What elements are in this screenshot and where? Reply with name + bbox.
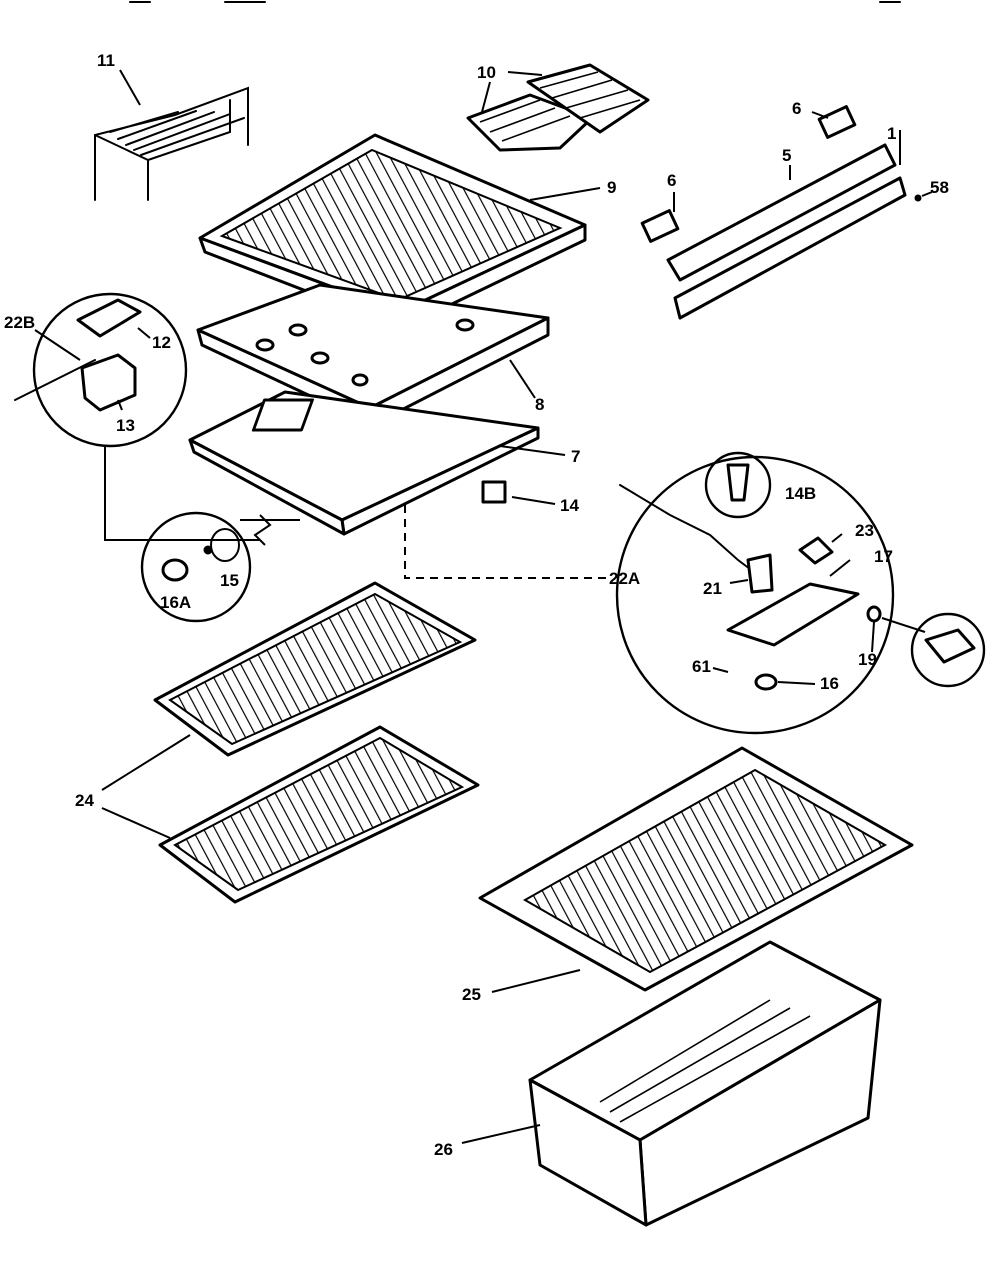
label-24: 24 (75, 791, 94, 810)
part-7-base-pan (188, 390, 566, 536)
part-26-crisper-pan (461, 940, 882, 1227)
inset-15-16a (140, 511, 300, 623)
label-58: 58 (930, 178, 949, 197)
part-10-ice-trays (466, 63, 650, 152)
part-14-switch (481, 480, 556, 505)
label-16: 16 (820, 674, 839, 693)
label-8: 8 (535, 395, 544, 414)
label-19: 19 (858, 650, 877, 669)
label-15: 15 (220, 571, 239, 590)
label-14b: 14B (785, 484, 816, 503)
label-17: 17 (874, 547, 893, 566)
label-25: 25 (462, 985, 481, 1004)
label-11: 11 (97, 51, 115, 70)
part-6-5-1-strip (640, 105, 933, 320)
label-61: 61 (692, 657, 711, 676)
inset-19-detail (910, 612, 986, 688)
label-13: 13 (116, 416, 135, 435)
label-9: 9 (607, 178, 616, 197)
label-5: 5 (782, 146, 791, 165)
inset-22b-12-13 (14, 292, 272, 546)
label-1: 1 (887, 124, 896, 143)
label-23: 23 (855, 521, 874, 540)
label-10: 10 (477, 63, 496, 82)
label-6-lower: 6 (667, 171, 676, 190)
label-22b: 22B (4, 313, 35, 332)
label-22a: 22A (609, 569, 640, 588)
label-21: 21 (703, 579, 722, 598)
part-11-wire-rack (94, 69, 249, 201)
label-26: 26 (434, 1140, 453, 1159)
part-24-shelves (101, 581, 480, 904)
label-16a: 16A (160, 593, 191, 612)
part-labels: 11 10 9 8 7 14 22B 12 13 15 16A 6 6 5 1 … (4, 51, 949, 1159)
label-14: 14 (560, 496, 579, 515)
label-7: 7 (571, 447, 580, 466)
part-25-crisper-cover (478, 746, 914, 993)
leader-22a-dashed (404, 505, 610, 579)
label-12: 12 (152, 333, 171, 352)
inset-thermostat-assembly (615, 451, 926, 735)
label-6-upper: 6 (792, 99, 801, 118)
